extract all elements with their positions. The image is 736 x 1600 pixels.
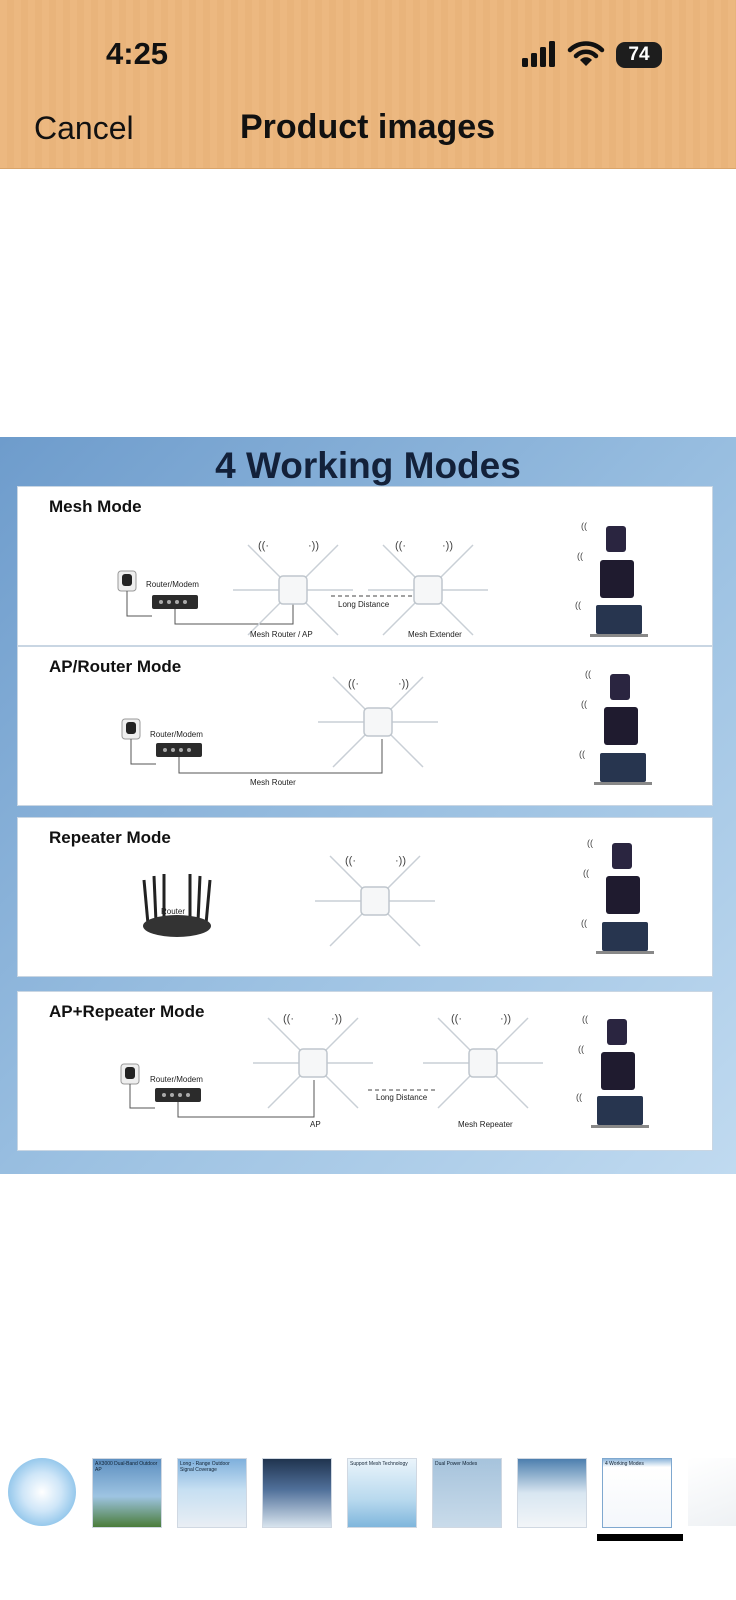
distance-label: Long Distance xyxy=(338,600,390,609)
phone-icon xyxy=(612,843,632,869)
signal-icon: (( xyxy=(581,918,587,928)
signal-icon: ·)) xyxy=(395,855,406,867)
signal-icon: ((· xyxy=(451,1013,462,1025)
thumbnail[interactable]: AX3000 Dual-Band Outdoor AP xyxy=(92,1458,162,1528)
phone-icon xyxy=(610,674,630,700)
signal-icon: ·)) xyxy=(500,1013,511,1025)
phone-icon xyxy=(606,526,626,552)
mode-panel-repeater: Repeater Mode Router ((· ·)) (( (( xyxy=(17,817,713,977)
thumbnail[interactable]: Support Mesh Technology xyxy=(347,1458,417,1528)
thumbnail-title: Support Mesh Technology xyxy=(350,1461,408,1467)
product-image[interactable]: 4 Working Modes Mesh Mode Router/Modem (… xyxy=(0,437,736,1174)
access-point-icon xyxy=(423,1017,543,1109)
modem-label: Router/Modem xyxy=(150,730,203,739)
tablet-icon xyxy=(601,1052,635,1090)
thumbnail-strip: AX3000 Dual-Band Outdoor AP Long - Range… xyxy=(0,1454,736,1534)
page-title: Product images xyxy=(240,108,496,146)
tablet-icon xyxy=(606,876,640,914)
mode-panel-mesh: Mesh Mode Router/Modem ((· ·)) Long xyxy=(17,486,713,646)
signal-icon: ·)) xyxy=(308,540,319,552)
modem-label: Router/Modem xyxy=(150,1075,203,1084)
laptop-icon xyxy=(594,753,652,785)
mode-panel-ap-router: AP/Router Mode Router/Modem ((· ·)) Mesh… xyxy=(17,646,713,806)
mode-title: Mesh Mode xyxy=(49,497,142,516)
signal-icon: (( xyxy=(581,521,587,531)
mode-title: Repeater Mode xyxy=(49,828,171,847)
thumbnail[interactable] xyxy=(517,1458,587,1528)
laptop-icon xyxy=(596,922,654,954)
power-outlet-icon xyxy=(121,718,141,740)
signal-icon: ((· xyxy=(345,855,356,867)
device-label: Mesh Extender xyxy=(408,630,462,639)
signal-icon: (( xyxy=(581,699,587,709)
power-outlet-icon xyxy=(117,570,137,592)
signal-icon: ((· xyxy=(258,540,269,552)
router-label: Router xyxy=(161,907,185,916)
signal-icon: (( xyxy=(576,1092,582,1102)
thumbnail[interactable]: Long - Range Outdoor Signal Coverage xyxy=(177,1458,247,1528)
thumbnail-title: AX3000 Dual-Band Outdoor AP xyxy=(95,1461,158,1473)
signal-icon: (( xyxy=(575,600,581,610)
ap-repeater-mode-diagram: Router/Modem ((· ·)) Long Distance ((· ·… xyxy=(120,1013,649,1129)
mode-title: AP+Repeater Mode xyxy=(49,1002,205,1021)
thumbnail[interactable]: Dual Power Modes xyxy=(432,1458,502,1528)
access-point-icon xyxy=(368,544,488,636)
laptop-icon xyxy=(590,605,648,637)
signal-icon: ·)) xyxy=(331,1013,342,1025)
product-image-title: 4 Working Modes xyxy=(215,445,521,486)
modem-icon xyxy=(155,1088,201,1102)
tablet-icon xyxy=(600,560,634,598)
access-point-icon xyxy=(253,1017,373,1109)
ap-router-mode-diagram: Router/Modem ((· ·)) Mesh Router (( (( (… xyxy=(121,669,652,787)
repeater-mode-diagram: Router ((· ·)) (( (( (( xyxy=(142,838,654,954)
signal-icon: ((· xyxy=(395,540,406,552)
cellular-signal-icon xyxy=(522,41,555,67)
mode-title: AP/Router Mode xyxy=(49,657,182,676)
mesh-mode-diagram: Router/Modem ((· ·)) Long Distance ((· ·… xyxy=(117,521,648,639)
modem-label: Router/Modem xyxy=(146,580,199,589)
signal-icon: (( xyxy=(587,838,593,848)
header-bar: 4:25 74 Cancel Product images xyxy=(0,0,736,169)
laptop-icon xyxy=(591,1096,649,1128)
tablet-icon xyxy=(604,707,638,745)
access-point-icon xyxy=(318,676,438,768)
modem-icon xyxy=(156,743,202,757)
signal-icon: ((· xyxy=(283,1013,294,1025)
selected-thumbnail-indicator xyxy=(597,1534,683,1541)
modem-icon xyxy=(152,595,198,609)
thumbnail[interactable] xyxy=(262,1458,332,1528)
thumbnail-title: Long - Range Outdoor Signal Coverage xyxy=(180,1461,230,1473)
mode-panel-ap-repeater: AP+Repeater Mode Router/Modem ((· ·)) xyxy=(17,991,713,1151)
phone-icon xyxy=(607,1019,627,1045)
device-label: Mesh Repeater xyxy=(458,1120,513,1129)
thumbnail-title: 4 Working Modes xyxy=(605,1461,644,1467)
signal-icon: (( xyxy=(585,669,591,679)
device-label: Mesh Router xyxy=(250,778,296,787)
thumbnail[interactable] xyxy=(8,1458,76,1526)
signal-icon: ·)) xyxy=(398,678,409,690)
thumbnail-selected[interactable]: 4 Working Modes xyxy=(602,1458,672,1528)
power-outlet-icon xyxy=(120,1063,140,1085)
status-time: 4:25 xyxy=(106,36,169,71)
signal-icon: (( xyxy=(582,1014,588,1024)
signal-icon: (( xyxy=(583,868,589,878)
distance-label: Long Distance xyxy=(376,1093,428,1102)
thumbnail[interactable] xyxy=(688,1458,736,1526)
signal-icon: (( xyxy=(577,551,583,561)
signal-icon: ·)) xyxy=(442,540,453,552)
device-label: Mesh Router / AP xyxy=(250,630,313,639)
access-point-icon xyxy=(233,544,353,636)
signal-icon: (( xyxy=(579,749,585,759)
access-point-icon xyxy=(315,855,435,947)
battery-icon: 74 xyxy=(616,42,662,68)
signal-icon: (( xyxy=(578,1044,584,1054)
device-label: AP xyxy=(310,1120,321,1129)
signal-icon: ((· xyxy=(348,678,359,690)
wifi-icon xyxy=(567,41,605,66)
status-icons: 74 xyxy=(520,38,670,72)
router-icon xyxy=(142,874,212,937)
cancel-button[interactable]: Cancel xyxy=(34,110,134,146)
thumbnail-title: Dual Power Modes xyxy=(435,1461,478,1467)
